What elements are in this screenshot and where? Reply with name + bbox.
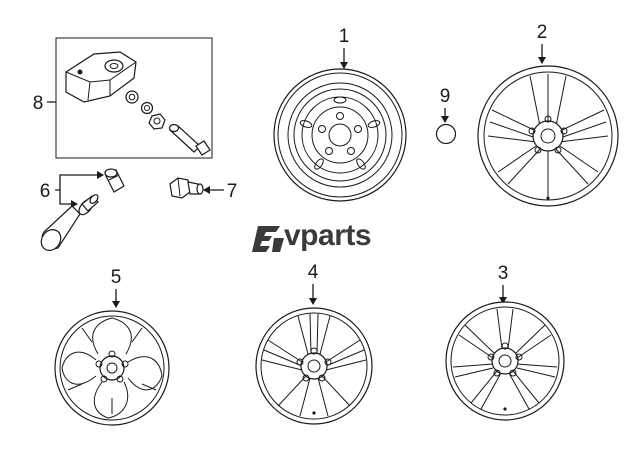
lug-nut-icon bbox=[169, 177, 204, 199]
tpms-sensor-kit[interactable] bbox=[55, 37, 213, 159]
rubber-valve-stem-icon bbox=[40, 194, 99, 251]
alloy-wheel-4[interactable] bbox=[255, 307, 373, 425]
spare-tire-wheel[interactable] bbox=[273, 68, 407, 202]
callout-7[interactable]: 7 bbox=[227, 181, 238, 202]
center-cap[interactable] bbox=[435, 123, 457, 145]
callout-8[interactable]: 8 bbox=[33, 93, 44, 114]
tpms-sensor-icon bbox=[65, 51, 137, 103]
alloy-wheel-3[interactable] bbox=[445, 301, 565, 421]
lug-nut[interactable] bbox=[169, 177, 204, 199]
leader-lines bbox=[47, 44, 546, 308]
valve-stem-icon bbox=[168, 123, 211, 156]
valve-cap-icon bbox=[104, 168, 125, 193]
callout-9[interactable]: 9 bbox=[440, 86, 451, 107]
watermark-text: vparts bbox=[284, 219, 371, 252]
ev-logo-icon bbox=[252, 226, 284, 252]
callout-6[interactable]: 6 bbox=[40, 181, 51, 202]
alloy-wheel-2[interactable] bbox=[477, 65, 619, 207]
watermark-logo: vparts bbox=[252, 219, 372, 252]
callout-5[interactable]: 5 bbox=[111, 267, 122, 288]
center-cap-icon bbox=[435, 123, 457, 145]
callout-3[interactable]: 3 bbox=[498, 263, 509, 284]
alloy-wheel-5[interactable] bbox=[54, 310, 170, 426]
callout-1[interactable]: 1 bbox=[339, 26, 350, 47]
callout-4[interactable]: 4 bbox=[308, 262, 319, 283]
callout-2[interactable]: 2 bbox=[537, 22, 548, 43]
valve-stem-assembly[interactable] bbox=[37, 168, 125, 254]
valve-nut-icon bbox=[148, 113, 166, 130]
grommet-icon bbox=[125, 90, 154, 115]
